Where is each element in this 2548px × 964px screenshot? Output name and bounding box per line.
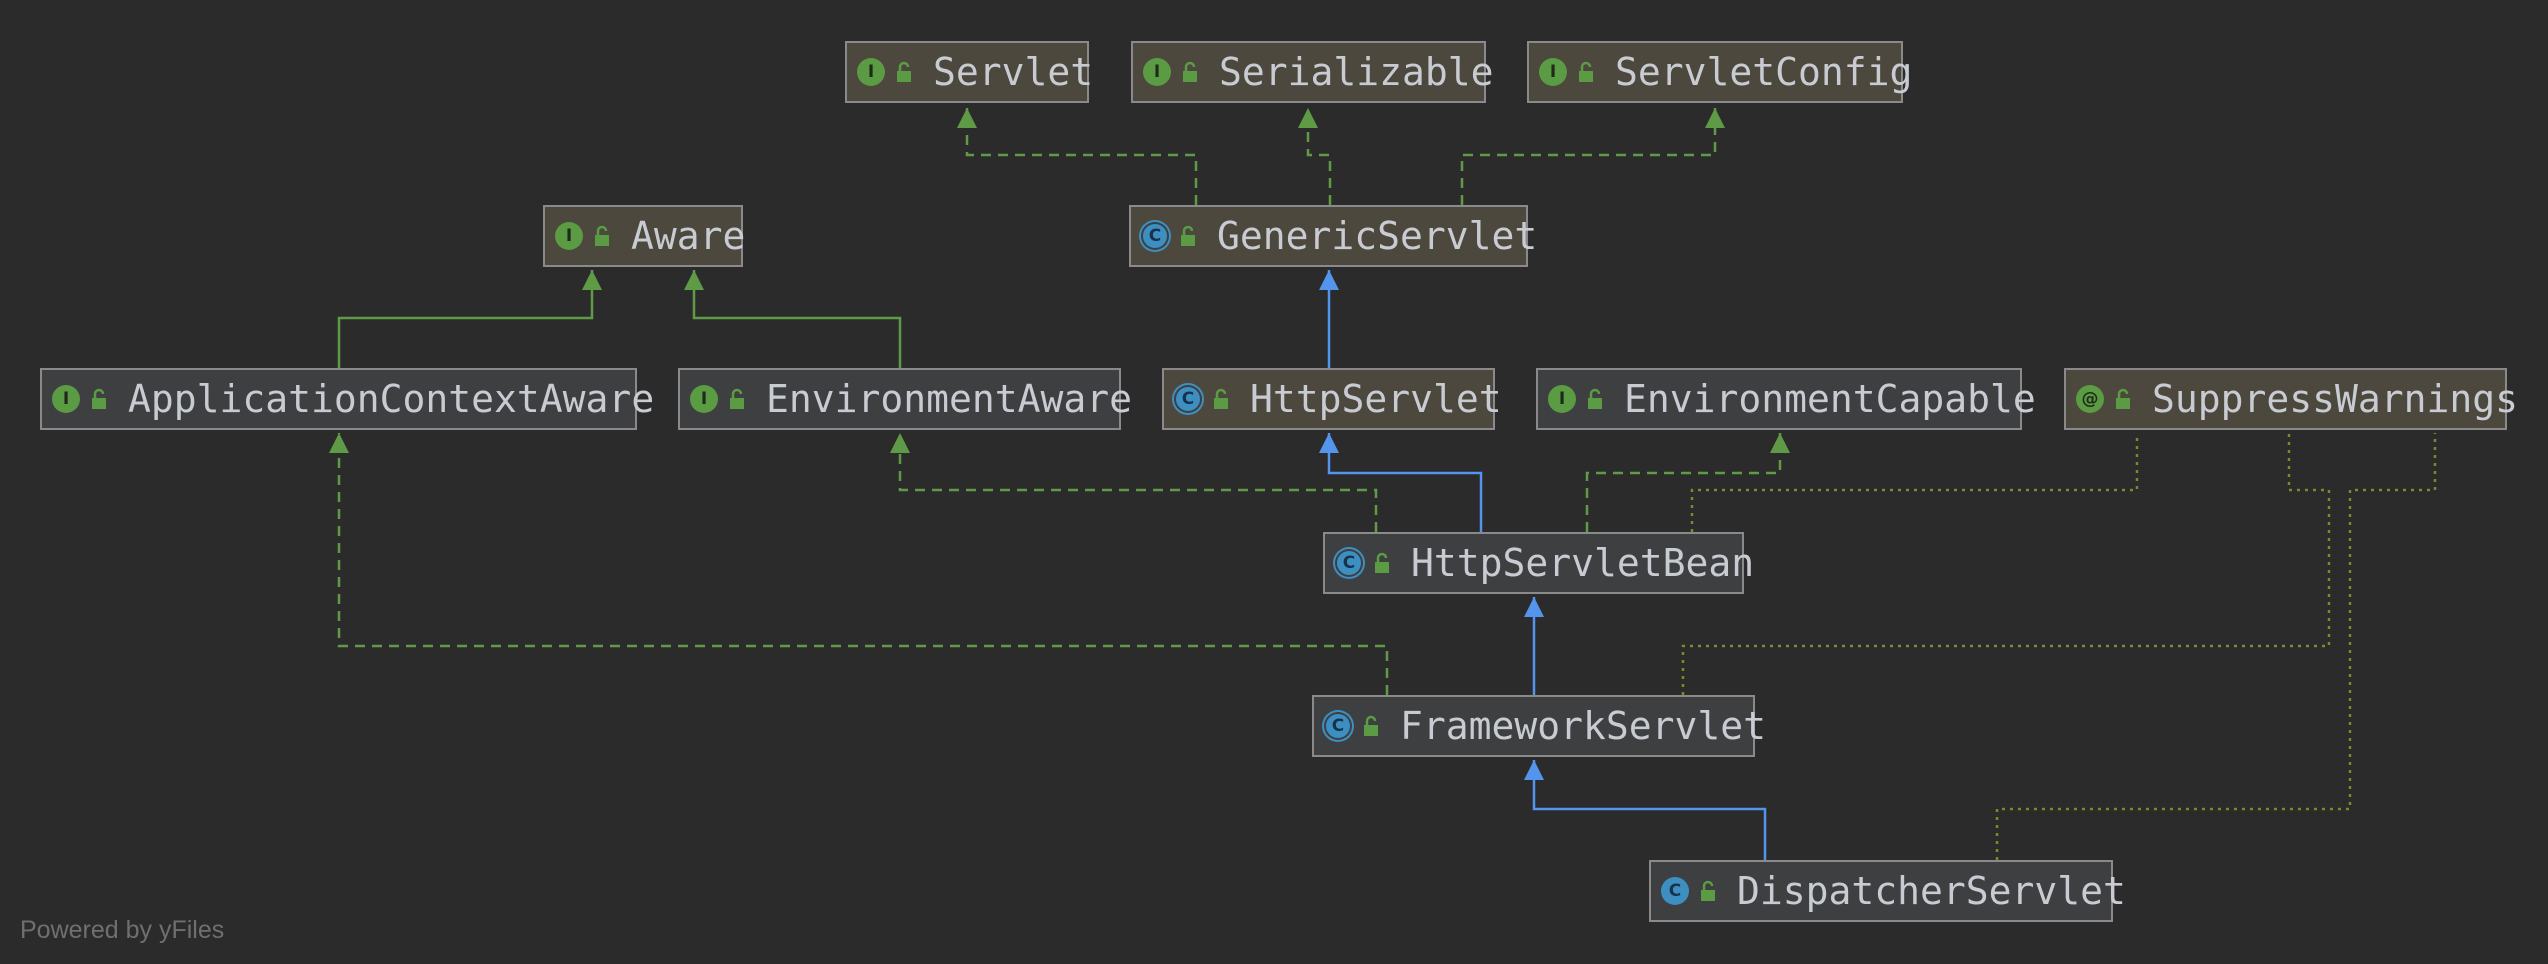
edge-http-servlet-bean-to-environment-capable xyxy=(1585,433,1790,532)
node-label: Servlet xyxy=(933,50,1094,94)
node-label: HttpServlet xyxy=(1250,377,1502,421)
abstract-class-icon: C xyxy=(1335,549,1363,577)
lock-icon xyxy=(2116,388,2130,409)
node-label: HttpServletBean xyxy=(1411,541,1755,585)
interface-icon: I xyxy=(1548,385,1576,413)
arrowhead xyxy=(1524,760,1544,780)
edge-framework-servlet-to-http-servlet-bean xyxy=(1524,597,1544,695)
interface-icon: I xyxy=(52,385,80,413)
node-label: EnvironmentAware xyxy=(766,377,1133,421)
annotation-icon: @ xyxy=(2076,385,2104,413)
node-suppress-warnings[interactable]: @ SuppressWarnings xyxy=(2064,368,2518,430)
interface-icon: I xyxy=(555,222,583,250)
arrowhead xyxy=(582,270,602,290)
arrowhead xyxy=(957,108,977,128)
edge-framework-servlet-to-suppress-warnings xyxy=(1681,433,2331,695)
lock-icon xyxy=(595,225,609,246)
node-label: DispatcherServlet xyxy=(1737,869,2126,913)
arrowhead xyxy=(1524,597,1544,617)
lock-icon xyxy=(1579,61,1593,82)
edge-dispatcher-servlet-to-suppress-warnings xyxy=(1995,433,2437,860)
node-serializable[interactable]: I Serializable xyxy=(1131,41,1494,103)
arrowhead xyxy=(1319,433,1339,453)
edge-http-servlet-bean-to-environment-aware xyxy=(890,433,1378,532)
edge-generic-servlet-to-servlet-config xyxy=(1460,108,1725,205)
powered-by-footer: Powered by yFiles xyxy=(20,916,225,944)
node-label: EnvironmentCapable xyxy=(1624,377,2036,421)
edge-http-servlet-bean-to-suppress-warnings xyxy=(1690,433,2139,532)
node-label: GenericServlet xyxy=(1217,214,1538,258)
interface-icon: I xyxy=(1539,58,1567,86)
arrowhead xyxy=(1298,108,1318,128)
edge-framework-servlet-to-application-context-aware xyxy=(329,433,1389,695)
lock-icon xyxy=(730,388,744,409)
lock-icon xyxy=(1181,225,1195,246)
node-environment-capable[interactable]: I EnvironmentCapable xyxy=(1536,368,2036,430)
lock-icon xyxy=(1375,552,1389,573)
node-framework-servlet[interactable]: C FrameworkServlet xyxy=(1312,695,1766,757)
lock-icon xyxy=(1701,880,1715,901)
node-label: SuppressWarnings xyxy=(2152,377,2519,421)
node-label: FrameworkServlet xyxy=(1400,704,1767,748)
edge-http-servlet-bean-to-http-servlet xyxy=(1319,433,1483,532)
class-icon: C xyxy=(1661,877,1689,905)
edge-application-context-aware-to-aware xyxy=(337,270,602,368)
lock-icon xyxy=(1214,388,1228,409)
node-label: ServletConfig xyxy=(1615,50,1913,94)
node-servlet[interactable]: I Servlet xyxy=(845,41,1093,103)
edge-http-servlet-to-generic-servlet xyxy=(1319,270,1339,368)
arrowhead xyxy=(1705,108,1725,128)
node-http-servlet[interactable]: C HttpServlet xyxy=(1162,368,1502,430)
interface-icon: I xyxy=(690,385,718,413)
abstract-class-icon: C xyxy=(1174,385,1202,413)
node-aware[interactable]: I Aware xyxy=(543,205,746,267)
arrowhead xyxy=(890,433,910,453)
edge-generic-servlet-to-serializable xyxy=(1298,108,1332,205)
arrowhead xyxy=(684,270,704,290)
abstract-class-icon: C xyxy=(1324,712,1352,740)
lock-icon xyxy=(1183,61,1197,82)
lock-icon xyxy=(1588,388,1602,409)
node-label: Serializable xyxy=(1219,50,1494,94)
lock-icon xyxy=(897,61,911,82)
arrowhead xyxy=(329,433,349,453)
node-label: ApplicationContextAware xyxy=(128,377,655,421)
lock-icon xyxy=(1364,715,1378,736)
node-label: Aware xyxy=(631,214,746,258)
arrowhead xyxy=(1319,270,1339,290)
node-generic-servlet[interactable]: C GenericServlet xyxy=(1129,205,1537,267)
interface-icon: I xyxy=(857,58,885,86)
node-application-context-aware[interactable]: I ApplicationContextAware xyxy=(40,368,654,430)
edge-dispatcher-servlet-to-framework-servlet xyxy=(1524,760,1767,860)
node-servlet-config[interactable]: I ServletConfig xyxy=(1527,41,1912,103)
edge-generic-servlet-to-servlet xyxy=(957,108,1198,205)
node-dispatcher-servlet[interactable]: C DispatcherServlet xyxy=(1649,860,2126,922)
arrowhead xyxy=(1770,433,1790,453)
interface-icon: I xyxy=(1143,58,1171,86)
node-environment-aware[interactable]: I EnvironmentAware xyxy=(678,368,1132,430)
node-http-servlet-bean[interactable]: C HttpServletBean xyxy=(1323,532,1754,594)
abstract-class-icon: C xyxy=(1141,222,1169,250)
lock-icon xyxy=(92,388,106,409)
edge-environment-aware-to-aware xyxy=(684,270,902,368)
